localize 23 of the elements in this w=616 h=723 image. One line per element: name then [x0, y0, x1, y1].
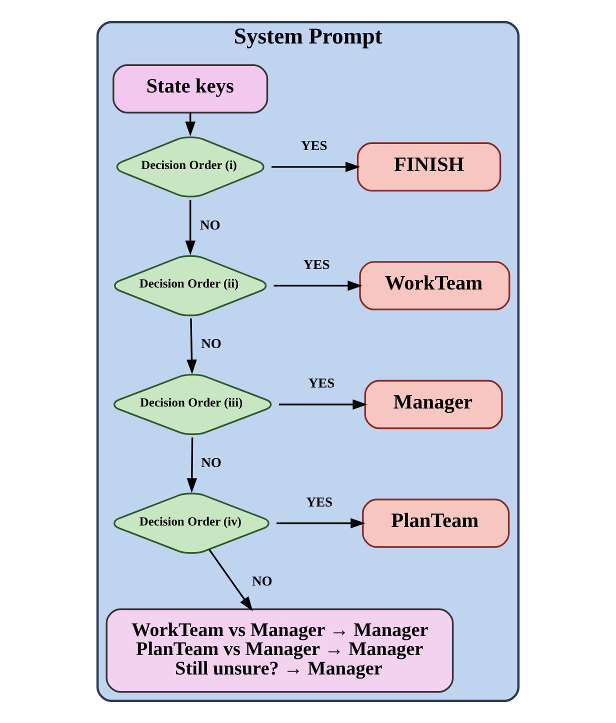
edge-label: NO — [201, 454, 222, 470]
edge-label: NO — [252, 574, 272, 589]
arrow — [208, 548, 253, 612]
node-box: State keys — [112, 64, 268, 114]
edge-label: YES — [303, 256, 330, 272]
edge-label: YES — [308, 376, 335, 391]
arrow — [272, 162, 360, 172]
arrow — [185, 112, 196, 136]
node-box: Manager — [364, 380, 503, 430]
arrow — [186, 318, 197, 374]
node-box: WorkTeam — [359, 261, 510, 310]
edge-label: YES — [306, 494, 333, 510]
edge-label: YES — [300, 138, 328, 154]
node-box: PlanTeam — [362, 498, 510, 548]
edge-label: NO — [201, 336, 222, 352]
edge-label: NO — [200, 217, 220, 232]
arrow — [186, 437, 198, 493]
node-box: FINISH — [356, 142, 502, 192]
arrow — [278, 399, 368, 410]
arrow — [276, 518, 366, 528]
arrow — [274, 280, 362, 291]
arrow — [185, 200, 196, 256]
node-box: WorkTeam vs Manager → Manager PlanTeam vs Manager → Manager Still unsure? → Manager — [106, 608, 454, 693]
